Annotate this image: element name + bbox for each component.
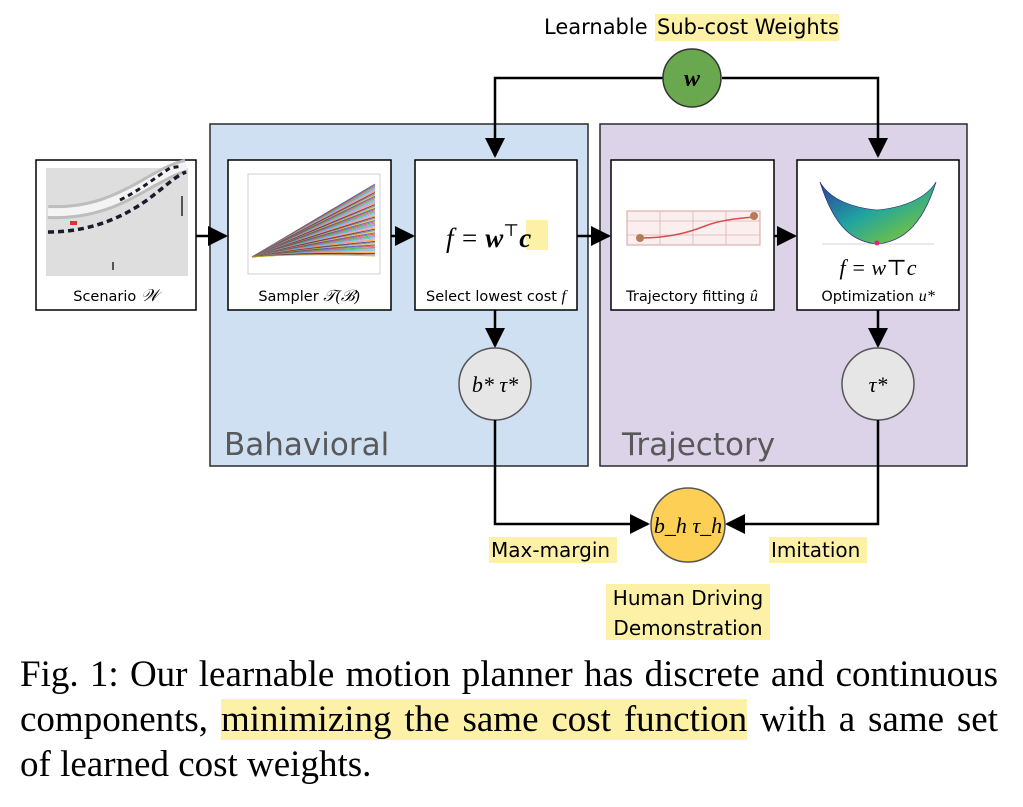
sampler-box: Sampler 𝒯(ℬ)	[227, 159, 392, 311]
weight-line-right	[722, 76, 888, 158]
top-label-highlight	[655, 14, 839, 41]
imitation-label: Imitation	[771, 538, 860, 562]
max-margin-highlight	[489, 537, 617, 563]
imitation-highlight	[769, 537, 867, 563]
trajectory-region-label: Trajectory	[621, 427, 775, 463]
select-formula: f = w⊤c	[446, 221, 531, 253]
optimization-label: Optimization u*	[821, 288, 934, 305]
human-driving-line1: Human Driving	[613, 586, 763, 610]
weight-line-left	[485, 76, 663, 158]
fitting-box: Trajectory fitting û	[610, 159, 775, 311]
behavioral-region-label: Bahavioral	[224, 427, 389, 463]
weight-node	[662, 48, 722, 108]
sampled-trajectory-line	[251, 254, 376, 258]
sampler-label: Sampler 𝒯(ℬ)	[258, 288, 359, 305]
c-highlight	[526, 220, 548, 250]
max-margin-label: Max-margin	[491, 538, 610, 562]
top-label-prefix: Learnable	[544, 15, 648, 39]
human-demo-label: b_h τ_h	[654, 513, 722, 538]
behavioral-output-label: b* τ*	[472, 372, 518, 397]
human-driving-line2: Demonstration	[613, 616, 762, 640]
optimization-formula: f = w⊤c	[839, 255, 916, 280]
weight-node-label: w	[684, 66, 701, 92]
caption-suffix: with a same set of learned cost weights.	[20, 699, 998, 785]
max-margin-line	[493, 420, 650, 534]
scenario-box: Scenario 𝒲	[35, 159, 197, 311]
caption-highlighted: minimizing the same cost function	[220, 699, 748, 740]
figure-caption: Fig. 1: Our learnable motion planner has…	[20, 652, 998, 787]
optimization-box: f = w⊤c Optimization u*	[796, 159, 960, 311]
select-label: Select lowest cost f	[426, 288, 569, 305]
top-label: Learnable	[544, 15, 648, 39]
caption-prefix: Fig. 1: Our learnable motion planner has…	[20, 654, 998, 740]
top-label-highlighted: Sub-cost Weights	[657, 15, 839, 39]
human-demo-node	[650, 487, 726, 563]
trajectory-output-label: τ*	[869, 372, 888, 397]
human-driving-highlight	[606, 584, 770, 640]
scenario-map-image	[46, 168, 188, 276]
fitting-label: Trajectory fitting û	[625, 288, 758, 305]
scenario-label: Scenario 𝒲	[73, 286, 163, 305]
sampler-trajectory-fan	[251, 183, 376, 258]
imitation-line	[725, 420, 880, 534]
select-box: f = w⊤c Select lowest cost f	[414, 159, 578, 311]
